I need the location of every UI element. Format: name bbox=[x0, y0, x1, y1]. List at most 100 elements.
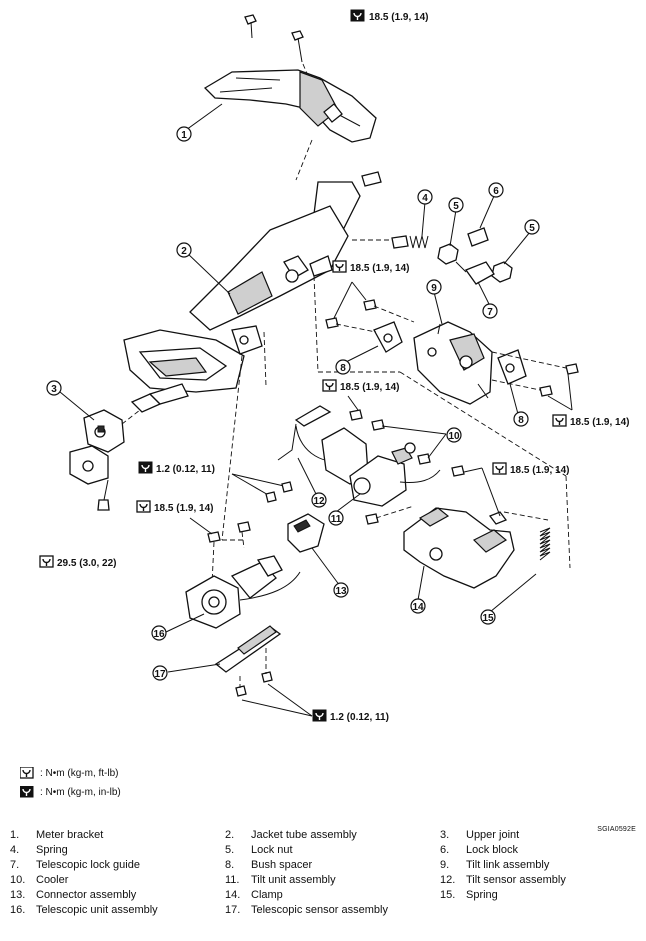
torque-label-upper-joint: 29.5 (3.0, 22) bbox=[39, 555, 116, 569]
telescopic-lock-guide bbox=[455, 261, 495, 285]
parts-list-item: 10.Cooler bbox=[10, 874, 225, 886]
svg-text:7: 7 bbox=[487, 307, 493, 318]
parts-list-name: Telescopic sensor assembly bbox=[251, 904, 388, 916]
parts-list-number: 9. bbox=[440, 859, 450, 871]
torque-label-top: 18.5 (1.9, 14) bbox=[350, 9, 428, 23]
callout-1: 1 bbox=[176, 126, 192, 142]
parts-list-item: 13. Connector assembly bbox=[10, 889, 225, 901]
parts-list-item: 14.Clamp bbox=[225, 889, 440, 901]
parts-list-number: 16. bbox=[10, 904, 26, 916]
parts-list-name: Connector assembly bbox=[36, 889, 137, 901]
parts-list-item: 2.Jacket tube assembly bbox=[225, 829, 440, 841]
svg-text:6: 6 bbox=[493, 186, 499, 197]
parts-list-name: Spring bbox=[466, 889, 498, 901]
parts-list-number: 7. bbox=[10, 859, 20, 871]
parts-list-name: Meter bracket bbox=[36, 829, 104, 841]
torque-label-tilt-link-right: 18.5 (1.9, 14) bbox=[552, 414, 629, 428]
svg-text:18.5 (1.9, 14): 18.5 (1.9, 14) bbox=[340, 382, 399, 393]
torque-label-clamp: 18.5 (1.9, 14) bbox=[492, 462, 569, 476]
torque-label-cooler: 18.5 (1.9, 14) bbox=[322, 379, 399, 393]
parts-list-name: Lock nut bbox=[251, 844, 293, 856]
telescopic-sensor-assembly bbox=[214, 625, 282, 697]
callout-7: 7 bbox=[482, 303, 498, 319]
callout-11: 11 bbox=[328, 510, 344, 526]
lock-block bbox=[467, 227, 489, 247]
callout-12: 12 bbox=[311, 492, 327, 508]
spring-15 bbox=[539, 527, 551, 561]
bush-spacer-left bbox=[373, 321, 403, 353]
parts-list-number: 13. bbox=[10, 889, 26, 901]
tilt-link-assembly bbox=[413, 321, 493, 405]
svg-text:14: 14 bbox=[412, 602, 424, 613]
parts-list-number: 11. bbox=[225, 874, 240, 886]
legend-in-lb-text: : N•m (kg-m, in-lb) bbox=[40, 786, 121, 798]
svg-text:18.5 (1.9, 14): 18.5 (1.9, 14) bbox=[350, 263, 409, 274]
parts-list-number: 3. bbox=[440, 829, 450, 841]
parts-list-number: 4. bbox=[10, 844, 20, 856]
telescopic-unit-assembly bbox=[185, 521, 301, 629]
top-bolt-left bbox=[244, 14, 257, 39]
callout-8-right: 8 bbox=[513, 411, 529, 427]
callout-15: 15 bbox=[480, 609, 496, 625]
parts-list-item: 12.Tilt sensor assembly bbox=[440, 874, 640, 886]
callout-6: 6 bbox=[488, 182, 504, 198]
svg-text:1.2 (0.12, 11): 1.2 (0.12, 11) bbox=[156, 464, 215, 475]
parts-list-item: 17.Telescopic sensor assembly bbox=[225, 904, 440, 916]
parts-list-item: 1. Meter bracket bbox=[10, 829, 225, 841]
parts-list-name: Bush spacer bbox=[251, 859, 313, 871]
svg-text:18.5 (1.9, 14): 18.5 (1.9, 14) bbox=[510, 465, 569, 476]
parts-list-name: Tilt link assembly bbox=[466, 859, 550, 871]
svg-text:5: 5 bbox=[453, 201, 459, 212]
callout-8-left: 8 bbox=[335, 359, 351, 375]
parts-list-number: 15. bbox=[440, 889, 456, 901]
svg-text:5: 5 bbox=[529, 223, 535, 234]
svg-text:10: 10 bbox=[448, 431, 460, 442]
svg-text:4: 4 bbox=[422, 193, 428, 204]
clamp bbox=[403, 507, 515, 589]
legend-ft-lb-text: : N•m (kg-m, ft-lb) bbox=[40, 767, 119, 779]
svg-text:3: 3 bbox=[51, 384, 57, 395]
torque-label-tilt-link-upper: 18.5 (1.9, 14) bbox=[332, 260, 409, 274]
parts-list-item: 8. Bush spacer bbox=[225, 859, 440, 871]
tilt-unit-assembly bbox=[321, 427, 441, 507]
parts-list-item: 3.Upper joint bbox=[440, 829, 640, 841]
figure-code: SGIA0592E bbox=[597, 826, 636, 833]
callout-5-lower: 5 bbox=[524, 219, 540, 235]
legend-in-lb: : N•m (kg-m, in-lb) bbox=[20, 786, 121, 798]
torque-wrench-icon bbox=[20, 767, 34, 779]
tilt-link-bolts bbox=[325, 299, 579, 397]
svg-text:18.5 (1.9, 14): 18.5 (1.9, 14) bbox=[154, 503, 213, 514]
bush-spacer-right bbox=[497, 349, 527, 385]
parts-list-name: Telescopic lock guide bbox=[36, 859, 140, 871]
parts-list-name: Tilt unit assembly bbox=[251, 874, 336, 886]
parts-list-name: Clamp bbox=[251, 889, 283, 901]
parts-list-name: Cooler bbox=[36, 874, 69, 886]
upper-joint bbox=[69, 409, 125, 511]
svg-text:13: 13 bbox=[335, 586, 347, 597]
parts-list-name: Lock block bbox=[466, 844, 518, 856]
spring-4 bbox=[391, 235, 429, 249]
parts-list-name: Telescopic unit assembly bbox=[36, 904, 158, 916]
svg-text:18.5 (1.9, 14): 18.5 (1.9, 14) bbox=[369, 12, 428, 23]
torque-label-telescopic: 18.5 (1.9, 14) bbox=[136, 500, 213, 514]
parts-list-number: 5. bbox=[225, 844, 235, 856]
callout-5-upper: 5 bbox=[448, 197, 464, 213]
lock-nut-5b bbox=[491, 261, 513, 283]
parts-list-item: 5. Lock nut bbox=[225, 844, 440, 856]
svg-text:1: 1 bbox=[181, 130, 187, 141]
svg-text:2: 2 bbox=[181, 246, 187, 257]
parts-list-item: 4.Spring bbox=[10, 844, 225, 856]
parts-list-number: 1. bbox=[10, 829, 20, 841]
parts-list-number: 12. bbox=[440, 874, 456, 886]
svg-text:18.5 (1.9, 14): 18.5 (1.9, 14) bbox=[570, 417, 629, 428]
tilt-sensor-assembly bbox=[277, 405, 347, 462]
cooler-fasteners bbox=[349, 409, 465, 525]
parts-list-name: Jacket tube assembly bbox=[251, 829, 357, 841]
parts-list-item: 9. Tilt link assembly bbox=[440, 859, 640, 871]
svg-text:16: 16 bbox=[153, 629, 165, 640]
callout-13: 13 bbox=[333, 582, 349, 598]
lock-nut-5a bbox=[437, 243, 459, 265]
parts-list-item: 15. Spring bbox=[440, 889, 640, 901]
parts-list-number: 8. bbox=[225, 859, 235, 871]
